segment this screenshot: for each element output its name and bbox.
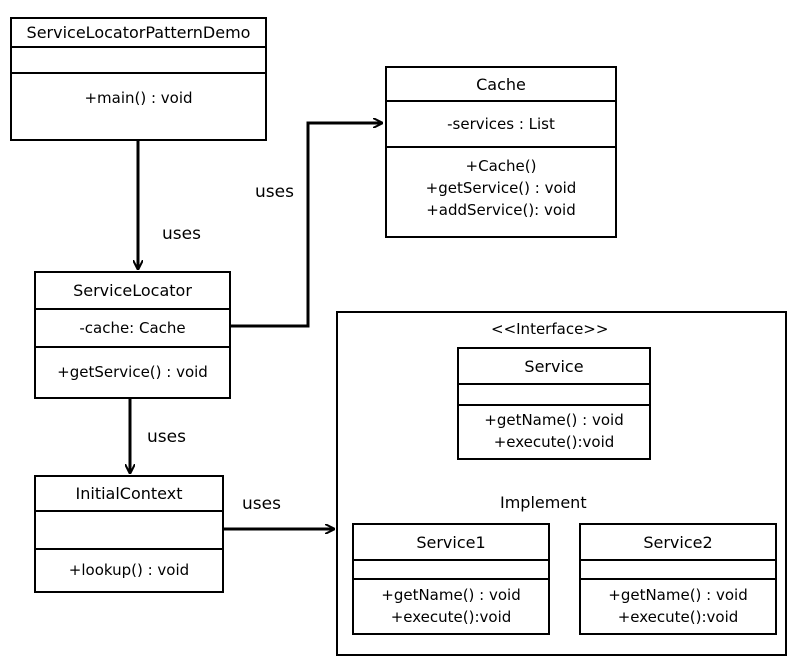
class-name: InitialContext (36, 477, 222, 512)
attributes-section (354, 561, 548, 580)
class-service2: Service2 +getName() : void +execute():vo… (579, 523, 777, 635)
attributes-section: -services : List (387, 102, 615, 148)
uses-label-context-services: uses (242, 494, 281, 514)
method-execute: +execute():void (493, 433, 615, 451)
method-cache: +Cache() (465, 157, 537, 175)
attributes-section (581, 561, 775, 580)
methods-section: +main() : void (12, 74, 265, 139)
method-execute: +execute():void (390, 608, 512, 626)
method-lookup: +lookup() : void (68, 561, 190, 579)
class-name: ServiceLocatorPatternDemo (12, 19, 265, 48)
class-name: ServiceLocator (36, 273, 229, 310)
methods-section: +getService() : void (36, 348, 229, 397)
class-name: Service (459, 349, 649, 385)
method-main: +main() : void (84, 89, 193, 107)
method-get-service: +getService() : void (57, 363, 208, 381)
method-get-name: +getName() : void (484, 411, 624, 429)
interface-stereotype: <<Interface>> (491, 320, 609, 338)
attributes-section (12, 48, 265, 74)
method-add-service: +addService(): void (426, 201, 576, 219)
uses-label-demo-locator: uses (162, 224, 201, 244)
methods-section: +getName() : void +execute():void (581, 580, 775, 633)
attributes-section: -cache: Cache (36, 310, 229, 348)
methods-section: +getName() : void +execute():void (459, 406, 649, 458)
uses-label-locator-context: uses (147, 427, 186, 447)
class-cache: Cache -services : List +Cache() +getServ… (385, 66, 617, 238)
attribute-services: -services : List (447, 115, 555, 133)
method-execute: +execute():void (617, 608, 739, 626)
method-get-service: +getService() : void (425, 179, 577, 197)
interface-service: Service +getName() : void +execute():voi… (457, 347, 651, 460)
arrow-locator-to-cache (230, 123, 382, 328)
methods-section: +getName() : void +execute():void (354, 580, 548, 633)
methods-section: +Cache() +getService() : void +addServic… (387, 148, 615, 236)
implement-label: Implement (497, 493, 590, 512)
class-initial-context: InitialContext +lookup() : void (34, 475, 224, 593)
methods-section: +lookup() : void (36, 550, 222, 591)
method-get-name: +getName() : void (381, 586, 521, 604)
class-service1: Service1 +getName() : void +execute():vo… (352, 523, 550, 635)
class-name: Cache (387, 68, 615, 102)
class-service-locator-pattern-demo: ServiceLocatorPatternDemo +main() : void (10, 17, 267, 141)
attribute-cache: -cache: Cache (79, 319, 186, 337)
class-name: Service2 (581, 525, 775, 561)
attributes-section (459, 385, 649, 406)
method-get-name: +getName() : void (608, 586, 748, 604)
uses-label-locator-cache: uses (255, 182, 294, 202)
class-service-locator: ServiceLocator -cache: Cache +getService… (34, 271, 231, 399)
class-name: Service1 (354, 525, 548, 561)
attributes-section (36, 512, 222, 550)
